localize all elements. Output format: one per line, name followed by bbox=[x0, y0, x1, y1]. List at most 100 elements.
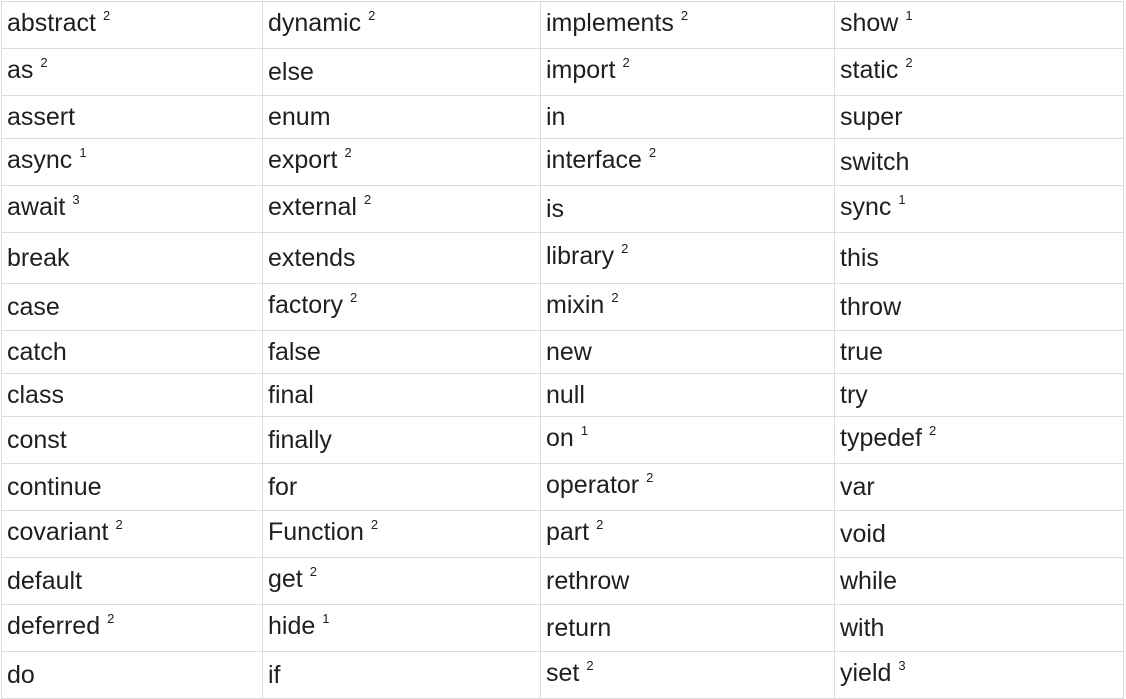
keyword-text: case bbox=[7, 293, 60, 321]
keyword-text: continue bbox=[7, 473, 102, 501]
table-cell: assert bbox=[1, 95, 263, 139]
keyword-text: false bbox=[268, 338, 321, 366]
keyword-text: part bbox=[546, 518, 590, 546]
table-cell: with bbox=[834, 604, 1124, 652]
keyword-text: this bbox=[840, 243, 879, 272]
keyword-text: implements bbox=[546, 9, 674, 37]
keyword-text: else bbox=[268, 58, 314, 86]
keyword-text: abstract bbox=[7, 9, 96, 37]
table-cell: false bbox=[262, 330, 541, 374]
table-cell: if bbox=[262, 651, 541, 699]
table-cell: try bbox=[834, 373, 1124, 417]
footnote-marker: 2 bbox=[648, 145, 657, 160]
keyword-text: is bbox=[546, 195, 565, 223]
table-cell: show 1 bbox=[834, 1, 1124, 49]
keyword-text: Function bbox=[268, 518, 364, 546]
keyword-text: factory bbox=[268, 291, 344, 319]
keyword-text: while bbox=[840, 567, 897, 595]
table-cell: break bbox=[1, 232, 263, 284]
footnote-marker: 3 bbox=[72, 192, 80, 207]
keyword-text: const bbox=[7, 426, 67, 454]
footnote-marker: 2 bbox=[344, 145, 352, 160]
table-cell: covariant 2 bbox=[1, 510, 263, 558]
footnote-marker: 2 bbox=[115, 517, 123, 532]
keyword-text: interface bbox=[546, 146, 642, 174]
keyword-text: deferred bbox=[7, 612, 101, 640]
table-cell: throw bbox=[834, 283, 1124, 331]
table-cell: for bbox=[262, 463, 541, 511]
keyword-text: catch bbox=[7, 338, 67, 366]
table-cell: continue bbox=[1, 463, 263, 511]
table-cell: else bbox=[262, 48, 541, 96]
footnote-marker: 2 bbox=[929, 423, 937, 438]
table-cell: final bbox=[262, 373, 541, 417]
table-cell: const bbox=[1, 416, 263, 464]
keyword-text: in bbox=[546, 103, 566, 131]
table-cell: typedef 2 bbox=[834, 416, 1124, 464]
table-cell: catch bbox=[1, 330, 263, 374]
footnote-marker: 1 bbox=[905, 8, 913, 23]
footnote-marker: 2 bbox=[102, 8, 111, 23]
keyword-text: static bbox=[840, 56, 899, 84]
keyword-text: yield bbox=[840, 659, 892, 687]
keyword-text: show bbox=[840, 9, 899, 37]
table-cell: hide 1 bbox=[262, 604, 541, 652]
footnote-marker: 2 bbox=[40, 55, 48, 70]
footnote-marker: 2 bbox=[363, 192, 372, 207]
table-cell: var bbox=[834, 463, 1124, 511]
keyword-text: return bbox=[546, 614, 612, 642]
footnote-marker: 1 bbox=[322, 611, 330, 626]
table-cell: operator 2 bbox=[540, 463, 835, 511]
table-cell: do bbox=[1, 651, 263, 699]
table-cell: finally bbox=[262, 416, 541, 464]
table-cell: switch bbox=[834, 138, 1124, 186]
keyword-text: external bbox=[268, 193, 357, 221]
keyword-text: hide bbox=[268, 612, 316, 640]
table-cell: null bbox=[540, 373, 835, 417]
keyword-text: library bbox=[546, 242, 615, 270]
footnote-marker: 2 bbox=[646, 470, 654, 485]
table-cell: rethrow bbox=[540, 557, 835, 605]
keyword-text: default bbox=[7, 567, 83, 595]
table-cell: true bbox=[834, 330, 1124, 374]
keyword-text: on bbox=[546, 424, 574, 452]
keyword-text: get bbox=[268, 565, 303, 593]
keyword-text: null bbox=[546, 381, 585, 409]
keyword-text: do bbox=[7, 661, 35, 689]
keyword-text: covariant bbox=[7, 518, 109, 546]
keyword-text: extends bbox=[268, 243, 356, 272]
table-cell: class bbox=[1, 373, 263, 417]
keyword-text: var bbox=[840, 473, 875, 501]
footnote-marker: 1 bbox=[898, 192, 906, 207]
keyword-text: typedef bbox=[840, 424, 923, 452]
table-cell: abstract 2 bbox=[1, 1, 263, 49]
table-cell: case bbox=[1, 283, 263, 331]
table-cell: is bbox=[540, 185, 835, 233]
keyword-text: set bbox=[546, 659, 580, 687]
keyword-text: void bbox=[840, 520, 886, 548]
table-cell: this bbox=[834, 232, 1124, 284]
keyword-text: operator bbox=[546, 471, 640, 499]
keyword-text: try bbox=[840, 381, 868, 409]
